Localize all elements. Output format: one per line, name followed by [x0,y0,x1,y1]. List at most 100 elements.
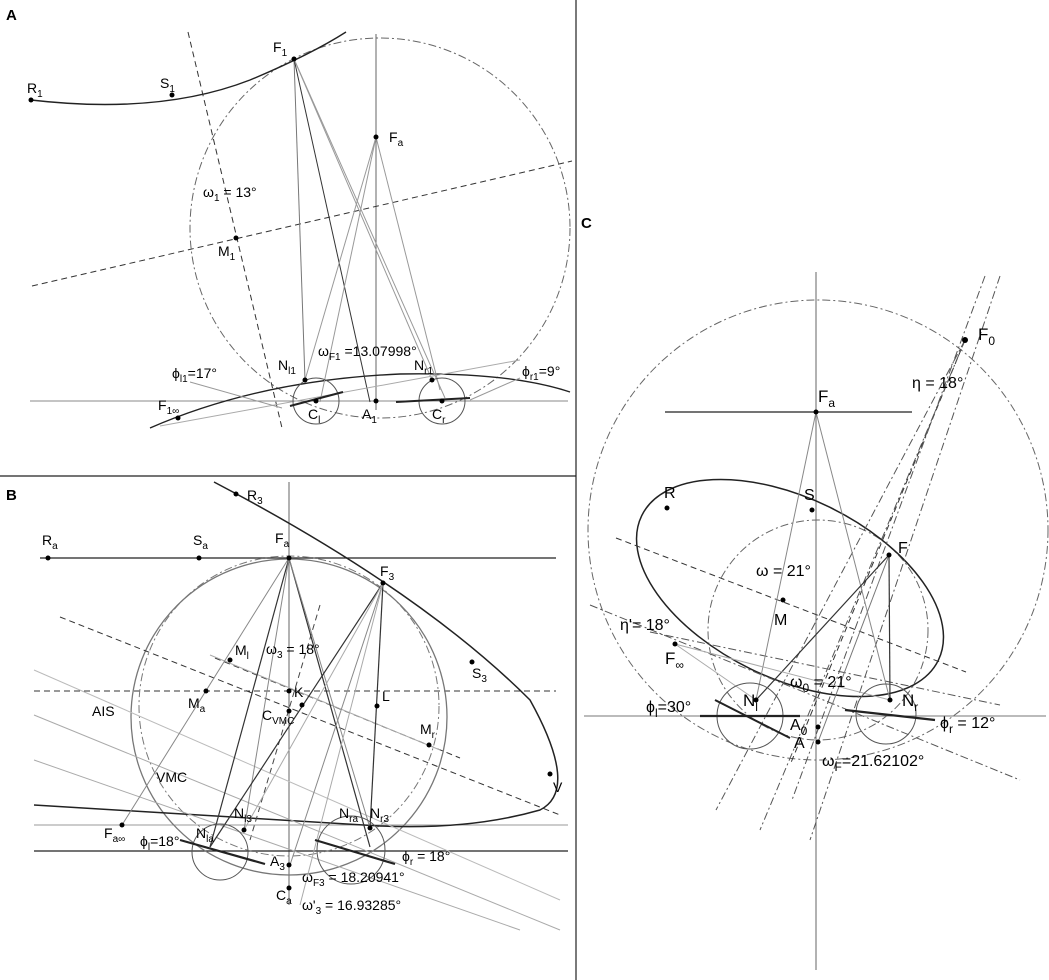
b-point [426,742,432,748]
b-line [289,582,384,866]
b-region-VMC: VMC [156,769,187,785]
b-point [203,688,209,694]
c-tangent-r [844,708,936,722]
b-label-Ra: Ra [42,532,58,552]
c-annot-omega: ω = 21° [756,563,811,580]
c-point [886,552,892,558]
a-label-R1: R1 [27,80,43,100]
b-gray-line [209,654,441,751]
c-dashdot-line [589,604,1021,781]
c-label-Finf: F∞ [665,649,684,672]
b-point [119,822,125,828]
a-line [375,136,441,391]
b-label-Nr3: Nr3 [370,805,389,825]
a-line [293,58,371,403]
a-label-Cl: Cl [308,406,320,426]
a-tangent-r [395,397,471,403]
c-point [780,597,786,603]
panel-c-label: C [581,215,592,232]
b-point [286,885,292,891]
a-curve-upper [30,31,347,106]
b-point [241,827,247,833]
c-small-dashdot-circle [707,519,929,741]
b-point [196,555,202,561]
c-label-F0: F0 [978,325,995,348]
c-tangent-l2 [714,699,791,739]
a-label-Cr: Cr [432,406,446,426]
b-gray-line [33,669,561,901]
b-label-Ca: Ca [276,887,292,907]
c-annot-etap: η'= 18° [620,617,670,634]
a-point [313,398,319,404]
c-line [755,554,890,701]
b-curve [33,481,559,828]
c-dashdot-line [649,631,1001,706]
c-point [664,505,670,511]
b-line [209,557,290,848]
a-circle-cl [292,377,340,425]
a-annot-omega1: ω1 = 13° [203,184,257,204]
c-label-Nr: Nr [902,691,918,714]
c-label-F: F [898,540,908,557]
a-point [175,415,181,421]
b-label-Sa: Sa [193,532,208,552]
b-circle-r [316,815,386,885]
b-annot-omegaF3: ωF3 = 18.20941° [302,869,405,889]
b-label-V: V [553,779,563,795]
b-circle-l [191,823,249,881]
a-label-Nr1: Nr1 [414,357,433,377]
c-annot-omegaF: ωF=21.62102° [822,753,924,774]
a-annot-phil1: ϕl1=17° [172,365,217,385]
a-dashed-line-1 [187,31,283,429]
b-label-L: L [382,688,390,704]
b-line [288,557,371,829]
c-dashdot-line [791,275,986,801]
b-point [286,862,292,868]
panel-c [584,272,1049,970]
b-label-Nra: Nra [339,805,358,825]
c-label-S: S [804,487,815,504]
b-tangent-r [314,838,396,866]
a-line [304,136,377,381]
c-line [815,411,891,701]
a-point [169,92,175,98]
b-line [243,582,384,831]
b-point [233,491,239,497]
a-point [429,377,435,383]
a-point [439,398,445,404]
c-label-A: A [794,735,805,752]
c-dashdot-line [715,339,966,811]
c-line [817,554,890,743]
b-label-Ml: Ml [235,642,249,662]
panel-c-points [664,337,968,745]
c-point [813,409,819,415]
b-label-Nla: Nla [196,825,214,845]
c-line [674,643,891,701]
c-point [962,337,968,343]
a-dashdot-circle [189,37,571,419]
c-ellipse [635,478,945,698]
b-point [469,659,475,665]
b-line [209,582,384,848]
c-line [755,411,817,701]
b-gray-line [33,714,561,931]
panel-a [30,31,573,429]
a-dashed-line-2 [31,160,573,287]
b-label-Mr: Mr [420,721,436,741]
a-annot-phir1: ϕr1=9° [522,363,560,383]
c-dashed-line [615,537,967,673]
b-annot-phil: ϕl=18° [140,833,179,853]
b-point [380,580,386,586]
b-label-S3: S3 [472,665,487,685]
c-label-R: R [664,485,676,502]
panel-a-label: A [6,7,17,24]
c-dashed-line [789,339,966,766]
panel-b-label: B [6,487,17,504]
b-annot-omega3: ω3 = 18° [266,641,320,661]
b-point [367,825,373,831]
a-line [293,58,433,381]
c-annot-eta: η = 18° [912,375,963,392]
a-line [189,381,283,409]
a-label-S1: S1 [160,75,175,95]
